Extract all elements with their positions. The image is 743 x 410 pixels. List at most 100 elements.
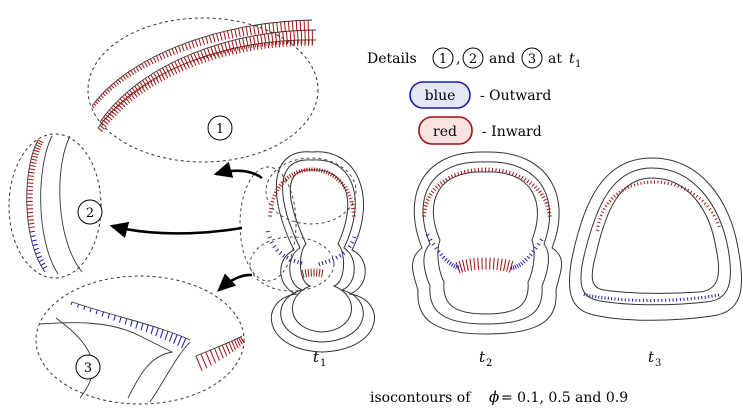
velocity-tick [226, 30, 230, 40]
detail-3-badge: 3 [521, 47, 543, 69]
velocity-tick [159, 329, 164, 339]
velocity-tick [323, 169, 326, 174]
velocity-tick [316, 167, 318, 172]
velocity-tick [268, 207, 273, 210]
velocity-tick [520, 261, 524, 266]
svg-text:,: , [456, 51, 460, 67]
velocity-tick [203, 48, 208, 59]
velocity-tick [208, 35, 212, 44]
zoom-2-outward-arrows [29, 230, 48, 270]
velocity-tick [245, 45, 248, 52]
zoom-3-contour-right [149, 341, 191, 403]
velocity-tick [427, 195, 432, 199]
velocity-tick [300, 261, 303, 266]
velocity-tick [213, 53, 217, 60]
velocity-tick [123, 100, 128, 106]
stage-t1-shape [239, 151, 375, 353]
velocity-tick [96, 99, 101, 103]
velocity-tick [171, 62, 176, 71]
t2-inward-arrows [422, 167, 552, 274]
velocity-tick [95, 309, 98, 315]
velocity-tick [439, 253, 444, 257]
svg-text:1: 1 [575, 59, 581, 70]
velocity-tick [156, 70, 161, 78]
velocity-tick [297, 30, 299, 44]
t3-contour-outer [569, 157, 743, 321]
svg-text:2: 2 [86, 206, 94, 221]
velocity-tick [99, 121, 104, 125]
velocity-tick [238, 47, 241, 54]
velocity-tick [27, 219, 35, 221]
velocity-tick [498, 168, 501, 173]
velocity-tick [282, 31, 285, 45]
velocity-tick [31, 239, 37, 242]
velocity-tick [434, 246, 439, 250]
velocity-tick [444, 177, 448, 182]
velocity-tick [437, 183, 441, 187]
velocity-tick [448, 261, 452, 266]
velocity-tick [174, 61, 179, 70]
t3-inward-arrows [595, 180, 721, 231]
velocity-tick [344, 248, 349, 252]
velocity-tick [242, 37, 246, 50]
velocity-tick [200, 50, 205, 60]
velocity-tick [181, 44, 185, 52]
velocity-tick [124, 318, 128, 325]
velocity-tick [633, 183, 636, 187]
velocity-tick [107, 313, 110, 319]
velocity-tick [520, 175, 524, 180]
velocity-tick [115, 102, 120, 108]
velocity-tick [450, 262, 454, 267]
velocity-tick [231, 340, 237, 351]
velocity-tick [425, 233, 430, 237]
velocity-tick [155, 327, 159, 337]
velocity-tick [624, 187, 627, 191]
velocity-tick [544, 201, 549, 205]
velocity-tick [335, 255, 339, 260]
velocity-tick [321, 269, 324, 278]
velocity-tick [332, 174, 336, 178]
velocity-tick [344, 188, 349, 192]
velocity-tick [29, 164, 36, 168]
velocity-tick [225, 343, 231, 355]
velocity-tick [423, 204, 428, 207]
velocity-tick [31, 155, 38, 158]
velocity-tick [547, 211, 552, 214]
velocity-tick [144, 78, 150, 85]
velocity-tick [291, 172, 294, 177]
zoom-2-inward-arrows [26, 139, 44, 229]
velocity-tick [131, 87, 137, 94]
velocity-tick [162, 67, 167, 75]
velocity-tick [465, 259, 469, 272]
velocity-tick [36, 141, 43, 146]
velocity-tick [439, 181, 443, 186]
velocity-tick [141, 86, 146, 92]
velocity-tick [422, 208, 427, 211]
velocity-tick [526, 255, 531, 260]
velocity-tick [177, 45, 182, 53]
velocity-tick [256, 35, 260, 47]
velocity-tick [28, 222, 35, 225]
velocity-tick [327, 171, 331, 176]
velocity-tick [469, 258, 473, 271]
velocity-tick [34, 247, 40, 251]
velocity-tick [32, 243, 38, 247]
velocity-tick [347, 194, 352, 197]
velocity-tick [98, 97, 102, 101]
velocity-tick [117, 79, 122, 84]
svg-text:t: t [313, 348, 320, 366]
velocity-tick [138, 88, 143, 94]
velocity-tick [217, 44, 222, 55]
velocity-tick [275, 248, 280, 252]
velocity-tick [610, 196, 614, 200]
velocity-tick [601, 211, 605, 214]
velocity-tick [708, 207, 712, 211]
zoom-3-contour-mid [39, 322, 174, 399]
velocity-tick [198, 38, 202, 46]
velocity-tick [187, 55, 192, 64]
velocity-tick [522, 259, 526, 264]
velocity-tick [168, 332, 174, 343]
velocity-tick [105, 114, 110, 118]
velocity-tick [295, 170, 299, 175]
velocity-tick [138, 65, 143, 71]
